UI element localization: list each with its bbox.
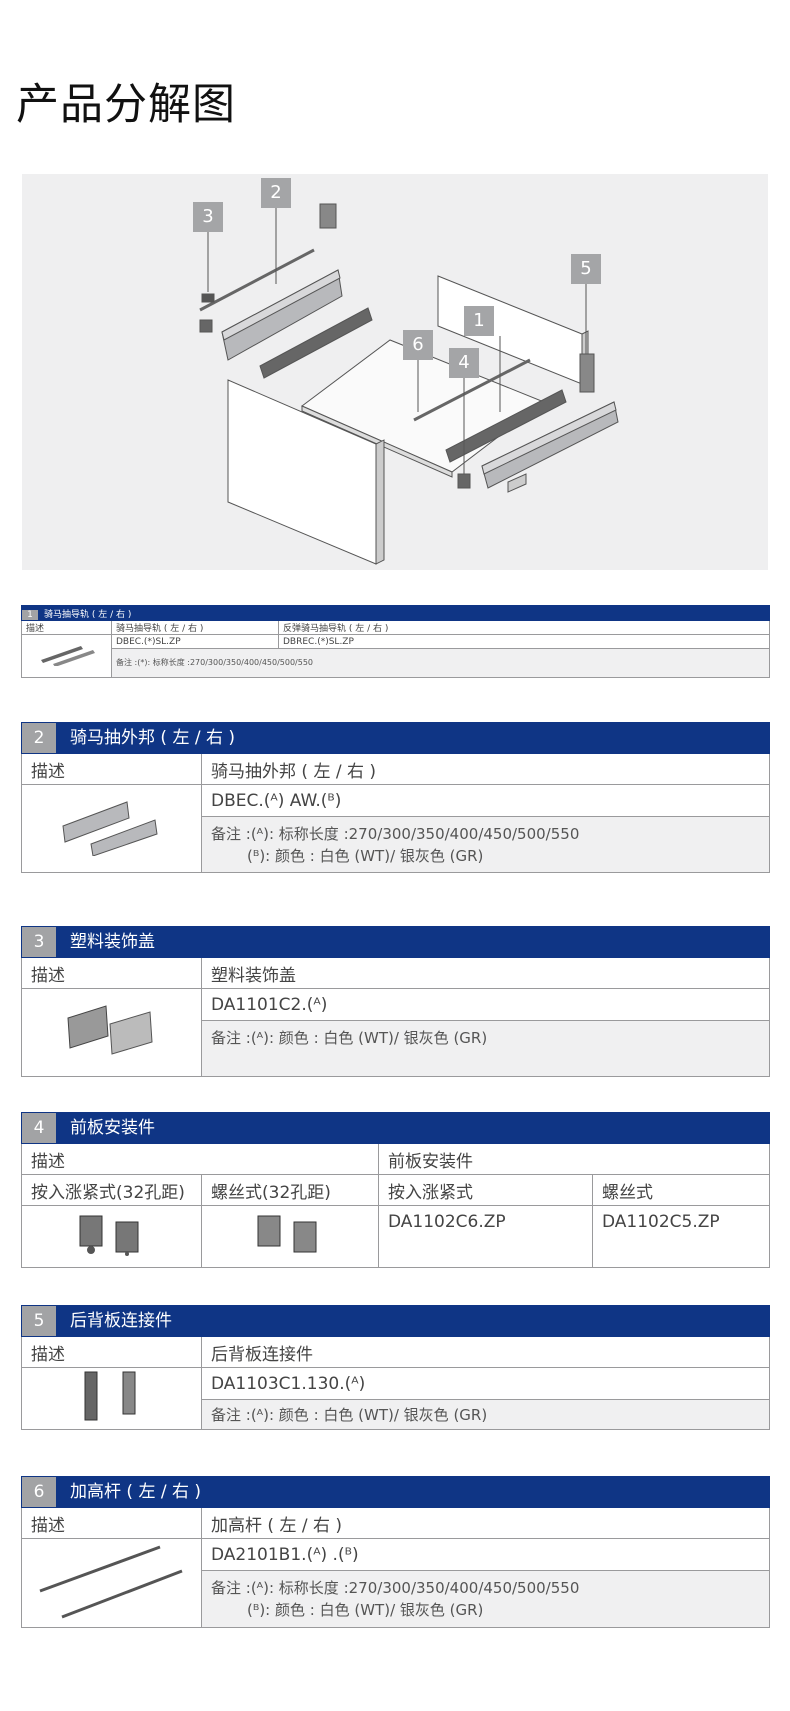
callout-4: 4 <box>449 348 479 378</box>
table-header: 1 骑马抽导轨 ( 左 / 右 ) <box>20 605 771 621</box>
section-number: 6 <box>22 1477 56 1507</box>
side-wall-image <box>61 801 158 857</box>
product-code-press-fit: DA1102C6.ZP <box>378 1205 593 1268</box>
product-code: DBEC.(ᴬ) AW.(ᴮ) <box>200 784 771 817</box>
table-header: 6 加高杆 ( 左 / 右 ) <box>20 1476 771 1508</box>
callout-6: 6 <box>403 330 433 360</box>
section-number: 1 <box>22 609 38 620</box>
drawer-exploded-illustration <box>199 203 619 565</box>
section-number: 2 <box>22 723 56 753</box>
desc-label: 描述 <box>21 1336 202 1368</box>
note-line-2: (ᴮ): 颜色 : 白色 (WT)/ 银灰色 (GR) <box>247 1601 484 1619</box>
section-number: 3 <box>22 927 56 957</box>
rail-image <box>40 645 95 667</box>
press-fit-bracket-image <box>79 1215 138 1256</box>
section-number: 5 <box>22 1306 56 1336</box>
product-image-cell <box>21 1367 202 1430</box>
section-title: 前板安装件 <box>70 1118 155 1138</box>
table-header: 5 后背板连接件 <box>21 1305 770 1337</box>
callout-2: 2 <box>261 178 291 208</box>
product-image-cell <box>21 1538 202 1628</box>
note: 备注 :(*): 标称长度 :270/300/350/400/450/500/5… <box>110 648 771 678</box>
desc-label: 描述 <box>21 957 202 989</box>
product-image-cell <box>21 988 202 1077</box>
product-name-alt: 反弹骑马抽导轨 ( 左 / 右 ) <box>277 620 771 635</box>
callout-1: 1 <box>464 306 494 336</box>
product-code: DA1101C2.(ᴬ) <box>201 988 770 1021</box>
press-fit-image-cell <box>21 1205 202 1268</box>
note: 备注 :(ᴬ): 颜色 : 白色 (WT)/ 银灰色 (GR) <box>201 1020 770 1077</box>
spec-table-4: 4 前板安装件 描述 前板安装件 按入涨紧式(32孔距) 螺丝式(32孔距) 按入… <box>21 1112 770 1268</box>
product-code: DBEC.(*)SL.ZP <box>111 634 279 649</box>
table-header: 2 骑马抽外邦 ( 左 / 右 ) <box>20 722 771 754</box>
spec-table-1: 1 骑马抽导轨 ( 左 / 右 ) 描述 骑马抽导轨 ( 左 / 右 ) 反弹骑马… <box>20 605 771 678</box>
product-code-screw: DA1102C5.ZP <box>592 1205 770 1268</box>
section-title: 后背板连接件 <box>70 1311 172 1331</box>
note: 备注 :(ᴬ): 标称长度 :270/300/350/400/450/500/5… <box>200 816 771 873</box>
callout-3: 3 <box>193 202 223 232</box>
product-code-alt: DBREC.(*)SL.ZP <box>277 634 771 649</box>
product-name: 前板安装件 <box>378 1143 770 1175</box>
callout-5: 5 <box>571 254 601 284</box>
product-name: 骑马抽外邦 ( 左 / 右 ) <box>200 753 771 785</box>
note-line-1: 备注 :(ᴬ): 标称长度 :270/300/350/400/450/500/5… <box>211 1579 580 1597</box>
section-title: 骑马抽导轨 ( 左 / 右 ) <box>44 609 132 620</box>
screw-image-cell <box>201 1205 379 1268</box>
desc-label: 描述 <box>21 753 202 785</box>
spec-table-2: 2 骑马抽外邦 ( 左 / 右 ) 描述 骑马抽外邦 ( 左 / 右 ) DBEC… <box>20 722 771 873</box>
note: 备注 :(ᴬ): 颜色 : 白色 (WT)/ 银灰色 (GR) <box>201 1399 770 1430</box>
desc-label: 描述 <box>21 1507 202 1539</box>
page-title: 产品分解图 <box>16 80 236 130</box>
note-line-1: 备注 :(ᴬ): 标称长度 :270/300/350/400/450/500/5… <box>211 824 580 843</box>
section-title: 加高杆 ( 左 / 右 ) <box>70 1482 202 1502</box>
product-name: 加高杆 ( 左 / 右 ) <box>200 1507 771 1539</box>
screw-bracket-image <box>257 1215 317 1253</box>
note-line-2: (ᴮ): 颜色 : 白色 (WT)/ 银灰色 (GR) <box>247 846 484 865</box>
section-title: 塑料装饰盖 <box>70 932 155 952</box>
product-name: 塑料装饰盖 <box>201 957 770 989</box>
spec-table-3: 3 塑料装饰盖 描述 塑料装饰盖 DA1101C2.(ᴬ) 备注 :(ᴬ): 颜色… <box>21 926 770 1077</box>
spec-table-5: 5 后背板连接件 描述 后背板连接件 DA1103C1.130.(ᴬ) 备注 :(… <box>21 1305 770 1430</box>
subtype-screw-32: 螺丝式(32孔距) <box>201 1174 379 1206</box>
product-name: 后背板连接件 <box>201 1336 770 1368</box>
product-name: 骑马抽导轨 ( 左 / 右 ) <box>111 620 279 635</box>
section-title: 骑马抽外邦 ( 左 / 右 ) <box>70 728 236 748</box>
product-code: DA2101B1.(ᴬ) .(ᴮ) <box>200 1538 771 1571</box>
table-header: 4 前板安装件 <box>21 1112 770 1144</box>
back-connector-image <box>84 1371 135 1421</box>
desc-label: 描述 <box>21 1143 379 1175</box>
subtype-press-fit: 按入涨紧式 <box>378 1174 593 1206</box>
subtype-screw: 螺丝式 <box>592 1174 770 1206</box>
desc-label: 描述 <box>21 620 112 635</box>
note: 备注 :(ᴬ): 标称长度 :270/300/350/400/450/500/5… <box>200 1570 771 1628</box>
height-rod-image <box>38 1545 183 1618</box>
section-number: 4 <box>22 1113 56 1143</box>
product-image-cell <box>21 634 112 678</box>
spec-table-6: 6 加高杆 ( 左 / 右 ) 描述 加高杆 ( 左 / 右 ) DA2101B1… <box>20 1476 771 1628</box>
product-code: DA1103C1.130.(ᴬ) <box>201 1367 770 1400</box>
exploded-diagram: 1 2 3 4 5 6 <box>22 174 768 570</box>
table-header: 3 塑料装饰盖 <box>21 926 770 958</box>
cover-image <box>66 1005 153 1055</box>
product-image-cell <box>21 784 202 873</box>
subtype-press-fit-32: 按入涨紧式(32孔距) <box>21 1174 202 1206</box>
